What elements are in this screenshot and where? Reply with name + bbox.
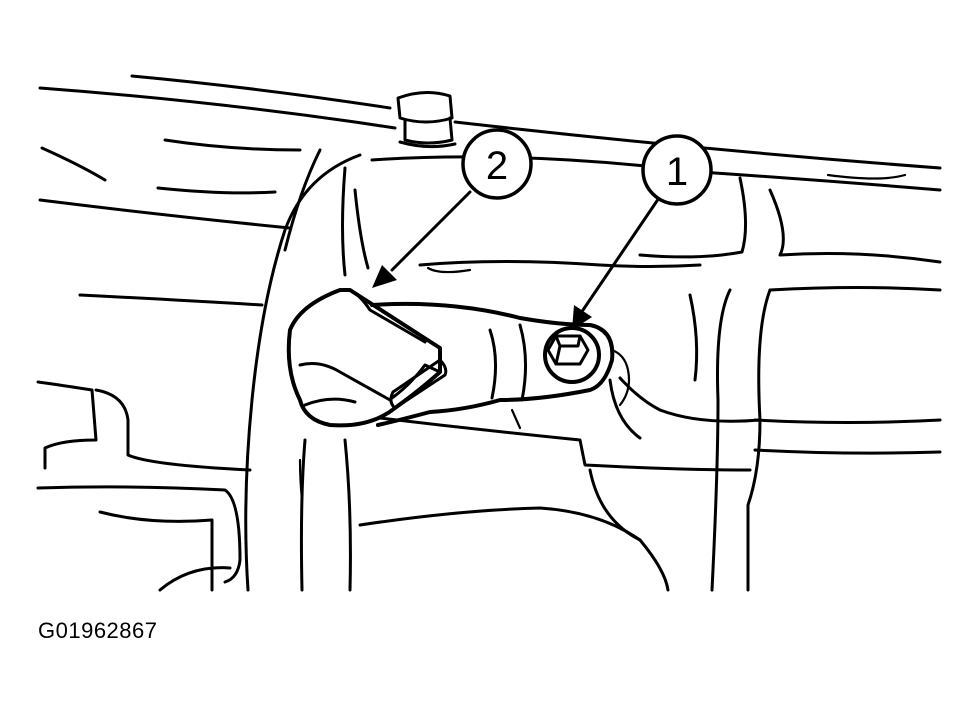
callout-2: 2 — [461, 128, 533, 200]
oil-filler-cap-icon — [396, 91, 457, 149]
figure-id-label: G01962867 — [38, 618, 158, 643]
bolt-icon — [543, 326, 601, 384]
callout-1-number: 1 — [666, 150, 688, 194]
callout-1: 1 — [641, 134, 713, 206]
leader-arrow-2 — [372, 190, 472, 288]
leader-arrow-1 — [572, 190, 665, 330]
engine-structure-lines — [36, 74, 942, 592]
sensor-body — [286, 288, 631, 428]
callout-2-number: 2 — [486, 144, 508, 188]
